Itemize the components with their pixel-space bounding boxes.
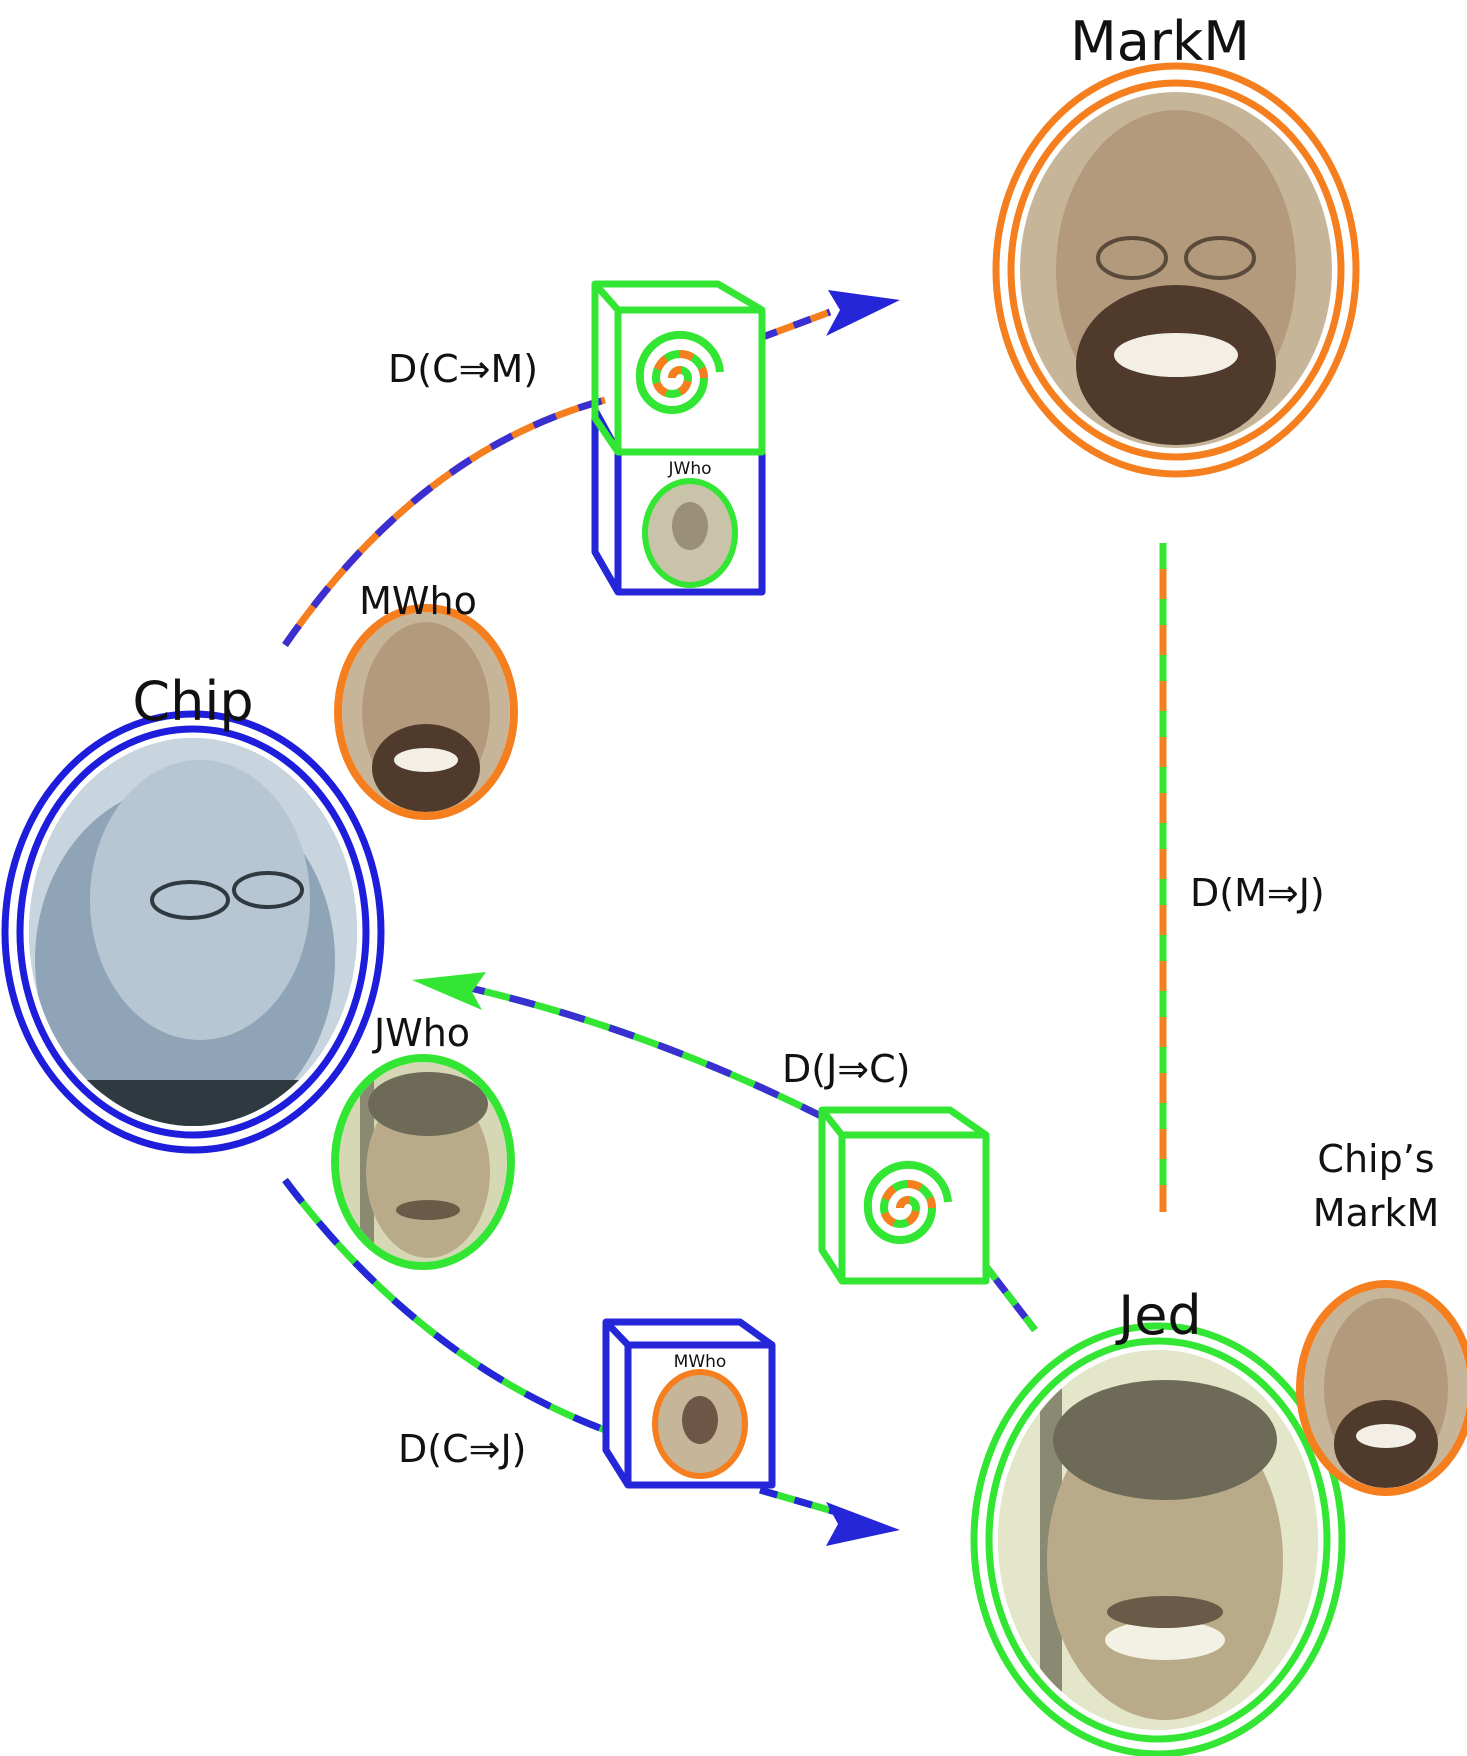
ref-chips-markm: Chip’s MarkM	[1296, 1137, 1467, 1496]
node-markm: MarkM	[992, 10, 1360, 478]
arrowhead-c-to-j	[826, 1502, 900, 1546]
arrowhead-j-to-c	[412, 972, 486, 1010]
edge-label-c-to-j: D(C⇒J)	[398, 1427, 527, 1471]
face-markm-icon	[1056, 110, 1296, 445]
spiral-icon-jc	[863, 1160, 952, 1244]
face-jwho-mini-icon	[672, 502, 708, 550]
node-chip-label: Chip	[132, 670, 253, 733]
box-j-to-c	[818, 1106, 990, 1285]
ref-mwho: MWho	[334, 579, 518, 820]
arrowhead-c-to-m	[826, 290, 900, 336]
box-c-to-j: MWho	[602, 1318, 776, 1489]
face-chips-markm-icon	[1324, 1298, 1448, 1488]
box-jwho-label: JWho	[668, 459, 712, 479]
face-mwho-icon	[362, 622, 490, 812]
ref-jwho-label: JWho	[372, 1011, 470, 1055]
edge-label-c-to-m: D(C⇒M)	[388, 347, 538, 391]
node-jed: Jed	[970, 1284, 1346, 1756]
box-mwho-label: MWho	[674, 1352, 727, 1372]
face-jed-icon	[998, 1350, 1318, 1730]
box-c-to-m: JWho	[591, 280, 766, 596]
ref-chips-markm-label-2: MarkM	[1313, 1191, 1440, 1235]
edge-c-to-j	[282, 1177, 900, 1546]
edge-c-to-m	[282, 290, 900, 647]
face-mwho-mini-icon	[682, 1396, 718, 1444]
edge-j-to-c	[412, 972, 1038, 1333]
ref-mwho-label: MWho	[359, 579, 477, 623]
box-spiral-cube	[591, 280, 766, 456]
node-chip: Chip	[1, 670, 385, 1154]
face-jwho-icon	[360, 1062, 490, 1260]
ref-chips-markm-label-1: Chip’s	[1317, 1137, 1434, 1181]
node-markm-label: MarkM	[1070, 10, 1250, 73]
box-mwho-cube	[602, 1318, 776, 1489]
box-spiral-cube-jc	[818, 1106, 990, 1285]
spiral-icon	[635, 330, 724, 414]
edge-label-j-to-c: D(J⇒C)	[782, 1047, 911, 1091]
edge-label-m-to-j: D(M⇒J)	[1190, 871, 1325, 915]
node-jed-label: Jed	[1115, 1284, 1201, 1347]
ref-jwho: JWho	[331, 1011, 515, 1270]
